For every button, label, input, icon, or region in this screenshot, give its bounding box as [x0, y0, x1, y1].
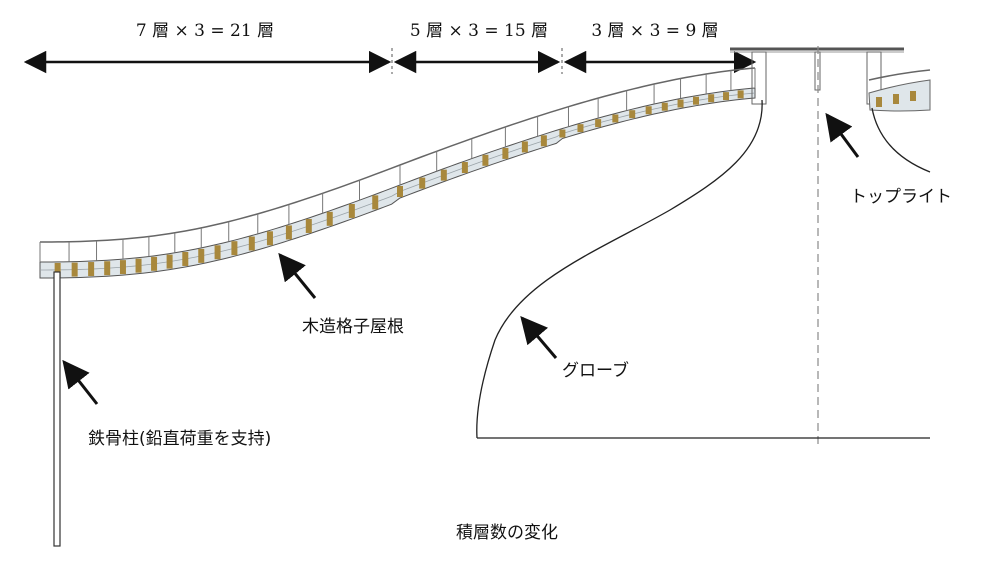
roof-timber-block	[326, 211, 333, 226]
globe-outline	[476, 99, 763, 439]
roof-timber-block	[595, 119, 602, 128]
roof-timber-block	[737, 90, 744, 99]
roof-timber-block	[419, 177, 426, 189]
roof-timber-block	[723, 92, 730, 101]
wood-lattice-roof	[39, 67, 756, 279]
caption: 積層数の変化	[456, 523, 558, 543]
label-globe: グローブ	[562, 360, 629, 381]
roof-timber-block	[348, 203, 355, 218]
label-toplight: トップライト	[850, 187, 952, 207]
label-steel-column: 鉄骨柱(鉛直荷重を支持)	[88, 429, 271, 449]
steel-column	[53, 271, 61, 547]
roof-timber-block	[708, 94, 715, 103]
roof-timber-block	[71, 262, 78, 277]
globe-outline-right	[871, 107, 931, 173]
roof-timber-block	[182, 251, 189, 266]
roof-timber-block	[214, 245, 221, 260]
arrow-toplight	[825, 112, 860, 158]
roof-timber-block	[645, 106, 652, 115]
roof-timber-block	[104, 261, 111, 276]
arrow-steel-column	[62, 359, 99, 405]
roof-right-stub	[868, 69, 931, 112]
roof-lattice-midline	[39, 92, 756, 271]
toplight-post-left	[751, 51, 767, 105]
roof-timber-block	[461, 162, 468, 174]
roof-timber-block	[305, 218, 312, 233]
roof-timber-block	[693, 96, 699, 105]
roof-timber-block	[198, 248, 205, 263]
dim-label-21: 7 層 × 3 = 21 層	[136, 21, 274, 41]
roof-timber-block	[577, 124, 584, 133]
roof-timber-block	[661, 102, 668, 111]
roof-timber-block	[612, 114, 619, 123]
roof-timber-block	[521, 141, 528, 153]
roof-timber-block	[372, 195, 379, 210]
roof-right-stub-rail	[868, 69, 931, 81]
roof-timber-block	[482, 154, 489, 166]
leader-arrows	[62, 112, 860, 405]
roof-handrail	[39, 67, 756, 243]
dimension-lines: 7 層 × 3 = 21 層 5 層 × 3 = 15 層 3 層 × 3 = …	[23, 21, 757, 74]
roof-timber-block	[119, 260, 126, 275]
roof-timber-block	[248, 236, 255, 251]
roof-timber-block	[54, 262, 61, 277]
toplight-center-post	[814, 51, 821, 91]
roof-timber-block	[502, 147, 509, 159]
roof-timber-block	[166, 254, 173, 269]
arrow-wood-roof	[278, 252, 317, 299]
roof-right-stub-block	[910, 91, 916, 101]
label-wood-roof: 木造格子屋根	[302, 317, 404, 337]
roof-timber-block	[540, 135, 547, 147]
roof-lattice-body	[39, 87, 756, 279]
arrow-globe	[520, 315, 558, 359]
roof-timber-block	[266, 231, 273, 246]
roof-timber-block	[397, 186, 403, 197]
dim-label-9: 3 層 × 3 = 9 層	[591, 21, 718, 41]
roof-timber-block	[231, 241, 238, 256]
roof-timber-block	[677, 99, 684, 108]
roof-timber-block	[285, 225, 292, 240]
roof-right-stub-block	[876, 97, 882, 107]
roof-timber-block	[135, 258, 142, 273]
roof-timber-block	[88, 262, 95, 277]
roof-timber-block	[151, 256, 158, 271]
roof-timber-block	[559, 129, 566, 138]
dim-label-15: 5 層 × 3 = 15 層	[410, 21, 548, 41]
roof-right-stub-body	[868, 79, 931, 112]
roof-right-stub-block	[893, 94, 899, 104]
roof-timber-block	[629, 110, 636, 119]
roof-timber-block	[440, 169, 447, 181]
